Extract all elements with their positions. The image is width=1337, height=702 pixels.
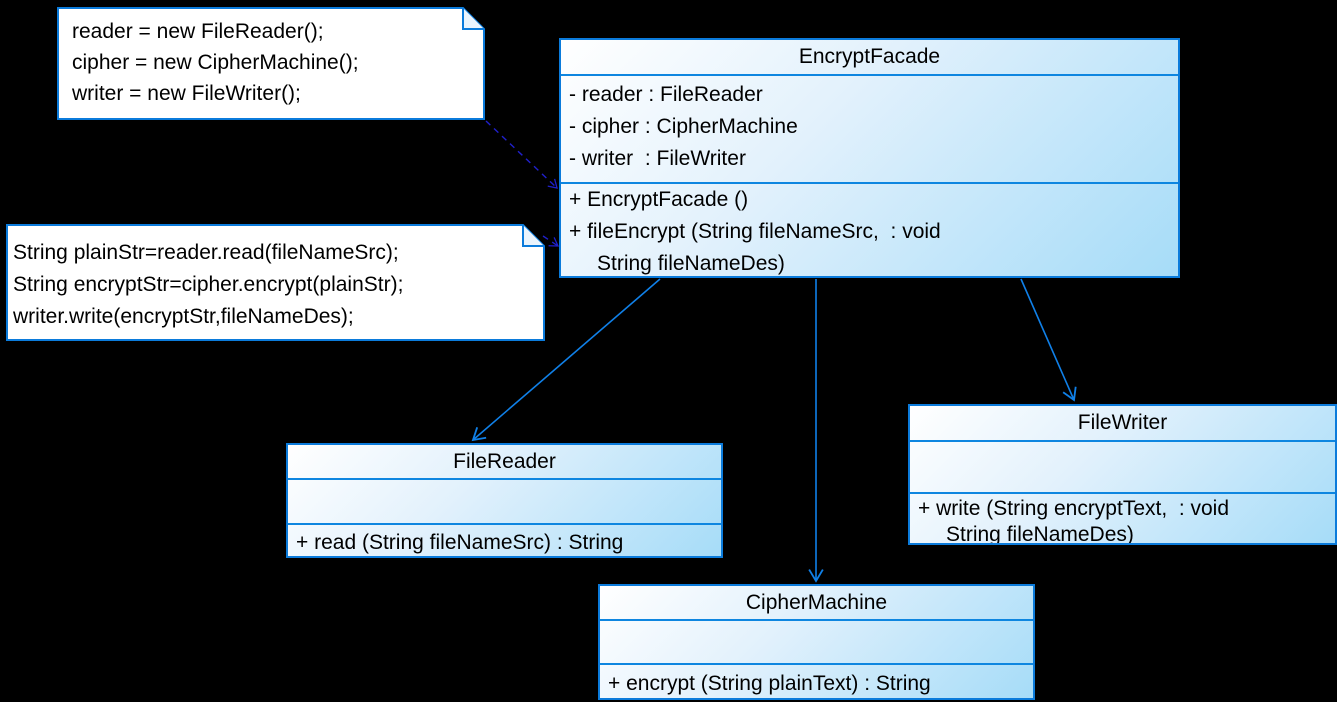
note-code-line: reader = new FileReader(); [72,20,324,43]
class-encryptfacade: EncryptFacade - reader : FileReader - ci… [559,38,1180,278]
attribute-writer: - writer : FileWriter [569,147,746,170]
class-title-encryptfacade: EncryptFacade [561,40,1178,76]
operation-read: + read (String fileNameSrc) : String [296,531,624,554]
attributes-compartment-empty [288,480,721,523]
note-link-fileencrypt-code [542,235,560,247]
association-encryptfacade-filewriter [1020,278,1077,402]
class-filereader: FileReader + read (String fileNameSrc) :… [286,443,723,558]
note-code-line: String plainStr=reader.read(fileNameSrc)… [13,241,399,264]
operations-compartment: + EncryptFacade () + fileEncrypt (String… [561,182,1178,276]
note-code-line: writer = new FileWriter(); [72,82,301,105]
operation-write-continuation: String fileNameDes) [946,523,1134,545]
note-code-line: writer.write(encryptStr,fileNameDes); [13,305,354,328]
note-code-line: String encryptStr=cipher.encrypt(plainSt… [13,273,404,296]
class-title-filereader: FileReader [288,445,721,480]
note-fileencrypt-code: String plainStr=reader.read(fileNameSrc)… [6,224,545,341]
operation-fileencrypt: + fileEncrypt (String fileNameSrc, : voi… [569,220,941,243]
operations-compartment: + encrypt (String plainText) : String [600,663,1033,698]
note-shape [57,7,485,120]
note-fold-icon [522,225,544,247]
note-shape [6,224,545,341]
operations-compartment: + read (String fileNameSrc) : String [288,523,721,556]
class-title-filewriter: FileWriter [910,406,1335,442]
note-constructor-code: reader = new FileReader(); cipher = new … [57,7,485,120]
attribute-reader: - reader : FileReader [569,83,763,106]
class-filewriter: FileWriter + write (String encryptText, … [908,404,1337,545]
operation-fileencrypt-continuation: String fileNameDes) [597,252,785,275]
class-title-ciphermachine: CipherMachine [600,586,1033,621]
note-code-line: cipher = new CipherMachine(); [72,51,359,74]
operations-compartment: + write (String encryptText, : void Stri… [910,492,1335,545]
attributes-compartment-empty [910,442,1335,492]
attributes-compartment: - reader : FileReader - cipher : CipherM… [561,76,1178,182]
operation-encrypt: + encrypt (String plainText) : String [608,672,931,695]
operation-constructor: + EncryptFacade () [569,188,749,211]
class-ciphermachine: CipherMachine + encrypt (String plainTex… [598,584,1035,700]
note-link-constructor-code [485,120,558,189]
operation-write: + write (String encryptText, : void [918,497,1230,520]
attributes-compartment-empty [600,621,1033,663]
note-fold-icon [462,8,484,30]
attribute-cipher: - cipher : CipherMachine [569,115,798,138]
